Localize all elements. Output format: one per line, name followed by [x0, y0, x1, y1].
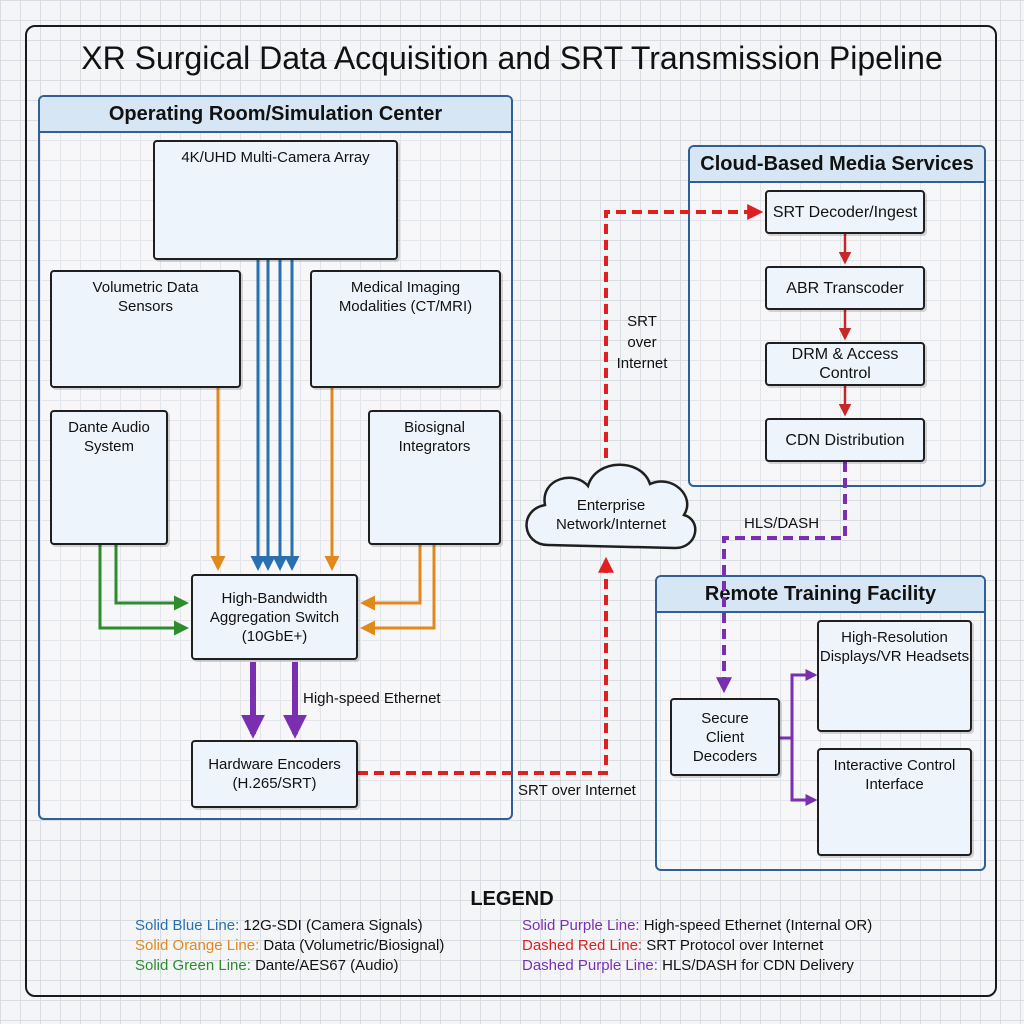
edge-audio-to-switch	[98, 545, 189, 636]
legend-key-purple-solid: Solid Purple Line:	[522, 917, 640, 934]
node-aggregation-switch-label: High-Bandwidth Aggregation Switch (10GbE…	[209, 589, 340, 645]
node-cdn-distribution-label: CDN Distribution	[785, 431, 905, 449]
legend-desc-blue: 12G-SDI (Camera Signals)	[243, 917, 423, 934]
node-imaging-modalities: Medical Imaging Modalities (CT/MRI)	[310, 270, 501, 388]
legend-desc-purple-dashed: HLS/DASH for CDN Delivery	[662, 957, 854, 974]
node-audio-system: Dante Audio System	[50, 410, 168, 545]
edge-srt-internet	[358, 204, 764, 775]
legend-item-purple-solid: Solid Purple Line: High-speed Ethernet (…	[522, 916, 872, 936]
node-control-interface-label: Interactive Control Interface	[833, 757, 956, 793]
edge-data-to-switch	[210, 388, 436, 636]
node-cdn-distribution: CDN Distribution	[765, 418, 925, 462]
zone-title-remote-training: Remote Training Facility	[657, 577, 984, 613]
edge-label-srt-over-internet-vertical: SRT over Internet	[616, 313, 668, 372]
legend-desc-red-dashed: SRT Protocol over Internet	[646, 937, 824, 954]
node-aggregation-switch: High-Bandwidth Aggregation Switch (10GbE…	[191, 574, 358, 660]
legend-item-red-dashed: Dashed Red Line: SRT Protocol over Inter…	[522, 936, 823, 956]
legend-key-red-dashed: Dashed Red Line:	[522, 937, 643, 954]
node-camera-array-label: 4K/UHD Multi-Camera Array	[181, 149, 370, 166]
node-abr-transcoder: ABR Transcoder	[765, 266, 925, 310]
node-biosignal-integrators: Biosignal Integrators	[368, 410, 501, 545]
edge-hls-dash	[716, 462, 847, 694]
zone-title-operating-room: Operating Room/Simulation Center	[40, 97, 511, 133]
legend-key-orange: Solid Orange Line:	[135, 937, 260, 954]
legend-item-purple-dashed: Dashed Purple Line: HLS/DASH for CDN Del…	[522, 956, 854, 976]
node-displays-vr-label: High-Resolution Displays/VR Headsets	[819, 629, 970, 665]
legend-key-blue: Solid Blue Line:	[135, 917, 240, 934]
zone-title-cloud-media: Cloud-Based Media Services	[690, 147, 984, 183]
node-volumetric-sensors-label: Volumetric Data Sensors	[92, 279, 199, 315]
node-drm-access: DRM & Access Control	[765, 342, 925, 386]
legend-title: LEGEND	[470, 888, 554, 910]
legend-item-orange: Solid Orange Line: Data (Volumetric/Bios…	[135, 936, 444, 956]
node-client-decoders: Secure Client Decoders	[670, 698, 780, 776]
edge-label-srt-over-internet: SRT over Internet	[518, 782, 636, 799]
node-srt-decoder-label: SRT Decoder/Ingest	[772, 203, 918, 221]
node-enterprise-network-label: Enterprise Network/Internet	[555, 497, 667, 533]
edge-label-high-speed-ethernet: High-speed Ethernet	[303, 690, 441, 707]
legend-item-green: Solid Green Line: Dante/AES67 (Audio)	[135, 956, 399, 976]
diagram-title: XR Surgical Data Acquisition and SRT Tra…	[81, 40, 943, 76]
legend-desc-green: Dante/AES67 (Audio)	[255, 957, 399, 974]
node-biosignal-integrators-label: Biosignal Integrators	[398, 419, 471, 455]
node-drm-access-label: DRM & Access Control	[791, 346, 899, 382]
node-camera-array: 4K/UHD Multi-Camera Array	[153, 140, 398, 260]
node-hardware-encoders-label: Hardware Encoders (H.265/SRT)	[208, 756, 341, 792]
network-cloud-shape	[525, 463, 697, 550]
node-audio-system-label: Dante Audio System	[68, 419, 150, 455]
node-volumetric-sensors: Volumetric Data Sensors	[50, 270, 241, 388]
edge-client-to-devices	[780, 669, 818, 806]
node-control-interface: Interactive Control Interface	[817, 748, 972, 856]
node-displays-vr: High-Resolution Displays/VR Headsets	[817, 620, 972, 732]
legend-key-purple-dashed: Dashed Purple Line:	[522, 957, 658, 974]
legend-desc-purple-solid: High-speed Ethernet (Internal OR)	[643, 917, 873, 934]
edge-label-hls-dash: HLS/DASH	[744, 515, 820, 532]
node-abr-transcoder-label: ABR Transcoder	[786, 279, 904, 297]
node-hardware-encoders: Hardware Encoders (H.265/SRT)	[191, 740, 358, 808]
node-imaging-modalities-label: Medical Imaging Modalities (CT/MRI)	[338, 279, 473, 315]
diagram-frame	[25, 25, 997, 997]
node-client-decoders-label: Secure Client Decoders	[692, 709, 758, 765]
edge-switch-to-encoders	[241, 662, 307, 739]
legend-key-green: Solid Green Line:	[135, 957, 251, 974]
legend-item-blue: Solid Blue Line: 12G-SDI (Camera Signals…	[135, 916, 423, 936]
legend-desc-orange: Data (Volumetric/Biosignal)	[263, 937, 445, 954]
node-srt-decoder: SRT Decoder/Ingest	[765, 190, 925, 234]
